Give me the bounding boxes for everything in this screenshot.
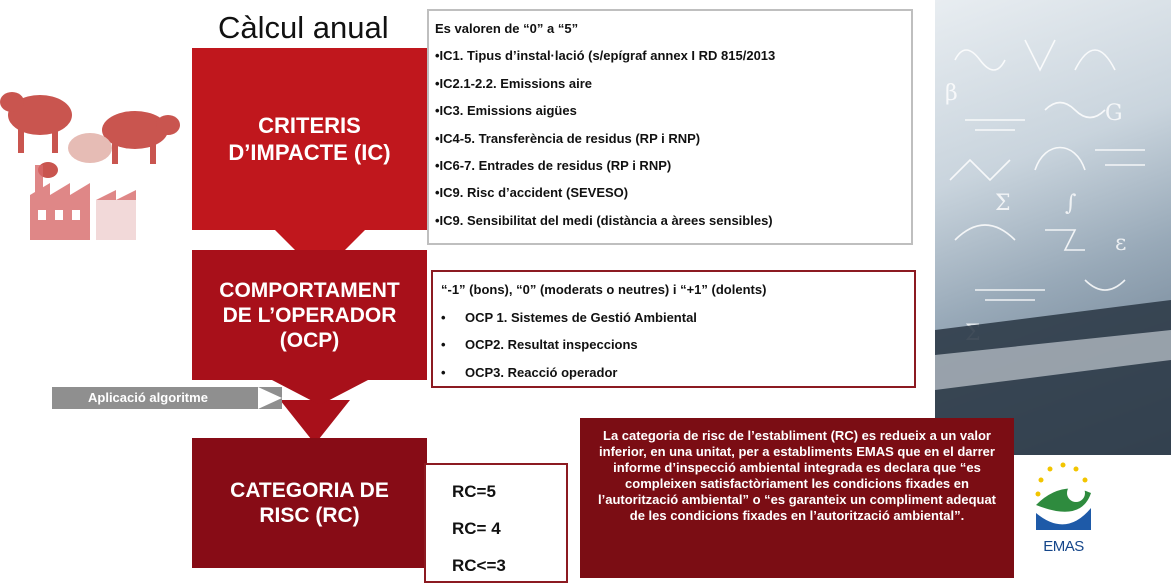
list-item: •IC3. Emissions aigües [435, 103, 577, 119]
livestock-icon [0, 92, 180, 178]
bullet-icon: • [441, 364, 446, 380]
bullet-icon: • [441, 309, 446, 325]
list-item: •IC6-7. Entrades de residus (RP i RNP) [435, 157, 672, 173]
emas-note: La categoria de risc de l’establiment (R… [580, 418, 1014, 578]
list-item: •IC9. Risc d’accident (SEVESO) [435, 185, 629, 201]
operator-behaviour-box: COMPORTAMENT DE L’OPERADOR (OCP) [192, 250, 427, 380]
operator-behaviour-list: “-1” (bons), “0” (moderats o neutres) i … [431, 270, 916, 388]
svg-text:ε: ε [1115, 231, 1126, 256]
list-item: RC=5 [452, 482, 496, 501]
math-laptop-photo: βΣG ∫Σε [935, 0, 1171, 455]
page-title: Càlcul anual [218, 10, 389, 45]
list-item: RC<=3 [452, 556, 506, 575]
bullet-icon: • [441, 337, 446, 352]
list-item: • OCP2. Resultat inspeccions [441, 331, 914, 359]
svg-text:∫: ∫ [1065, 191, 1077, 216]
arrow-down-icon [280, 400, 350, 444]
operator-behaviour-label: COMPORTAMENT DE L’OPERADOR (OCP) [219, 278, 400, 352]
list-item: •IC2.1-2.2. Emissions aire [435, 75, 593, 91]
list-item: • OCP3. Reacció operador [441, 359, 914, 387]
svg-text:Σ: Σ [995, 191, 1011, 216]
list-intro: “-1” (bons), “0” (moderats o neutres) i … [441, 282, 767, 297]
list-item-label: OCP2. Resultat inspeccions [465, 337, 638, 352]
risk-category-list: RC=5 RC= 4 RC<=3 [424, 463, 568, 583]
emas-logo [1026, 455, 1101, 555]
impact-criteria-list: Es valoren de “0” a “5” •IC1. Tipus d’in… [427, 9, 913, 245]
list-item: RC= 4 [452, 519, 501, 538]
tag-arrow-icon [258, 387, 282, 409]
list-item: •IC1. Tipus d’instal·lació (s/epígraf an… [435, 48, 776, 64]
svg-text:G: G [1105, 101, 1123, 126]
emas-logo-label: EMAS [1043, 538, 1084, 555]
list-item-label: OCP3. Reacció operador [465, 364, 618, 380]
list-item: Es valoren de “0” a “5” [435, 21, 579, 36]
list-item: •IC9. Sensibilitat del medi (distància a… [435, 212, 773, 228]
algorithm-tag: Aplicació algoritme [52, 387, 282, 409]
risk-category-label: CATEGORIA DE RISC (RC) [230, 479, 389, 527]
risk-category-box: CATEGORIA DE RISC (RC) [192, 438, 427, 568]
list-item: •IC4-5. Transferència de residus (RP i R… [435, 130, 701, 146]
impact-criteria-box: CRITERIS D’IMPACTE (IC) [192, 48, 427, 230]
factory-icon [30, 165, 136, 240]
svg-text:β: β [945, 81, 958, 106]
impact-criteria-label: CRITERIS D’IMPACTE (IC) [228, 113, 391, 165]
list-item: • OCP 1. Sistemes de Gestió Ambiental [441, 304, 914, 332]
list-item-label: OCP 1. Sistemes de Gestió Ambiental [465, 309, 697, 325]
